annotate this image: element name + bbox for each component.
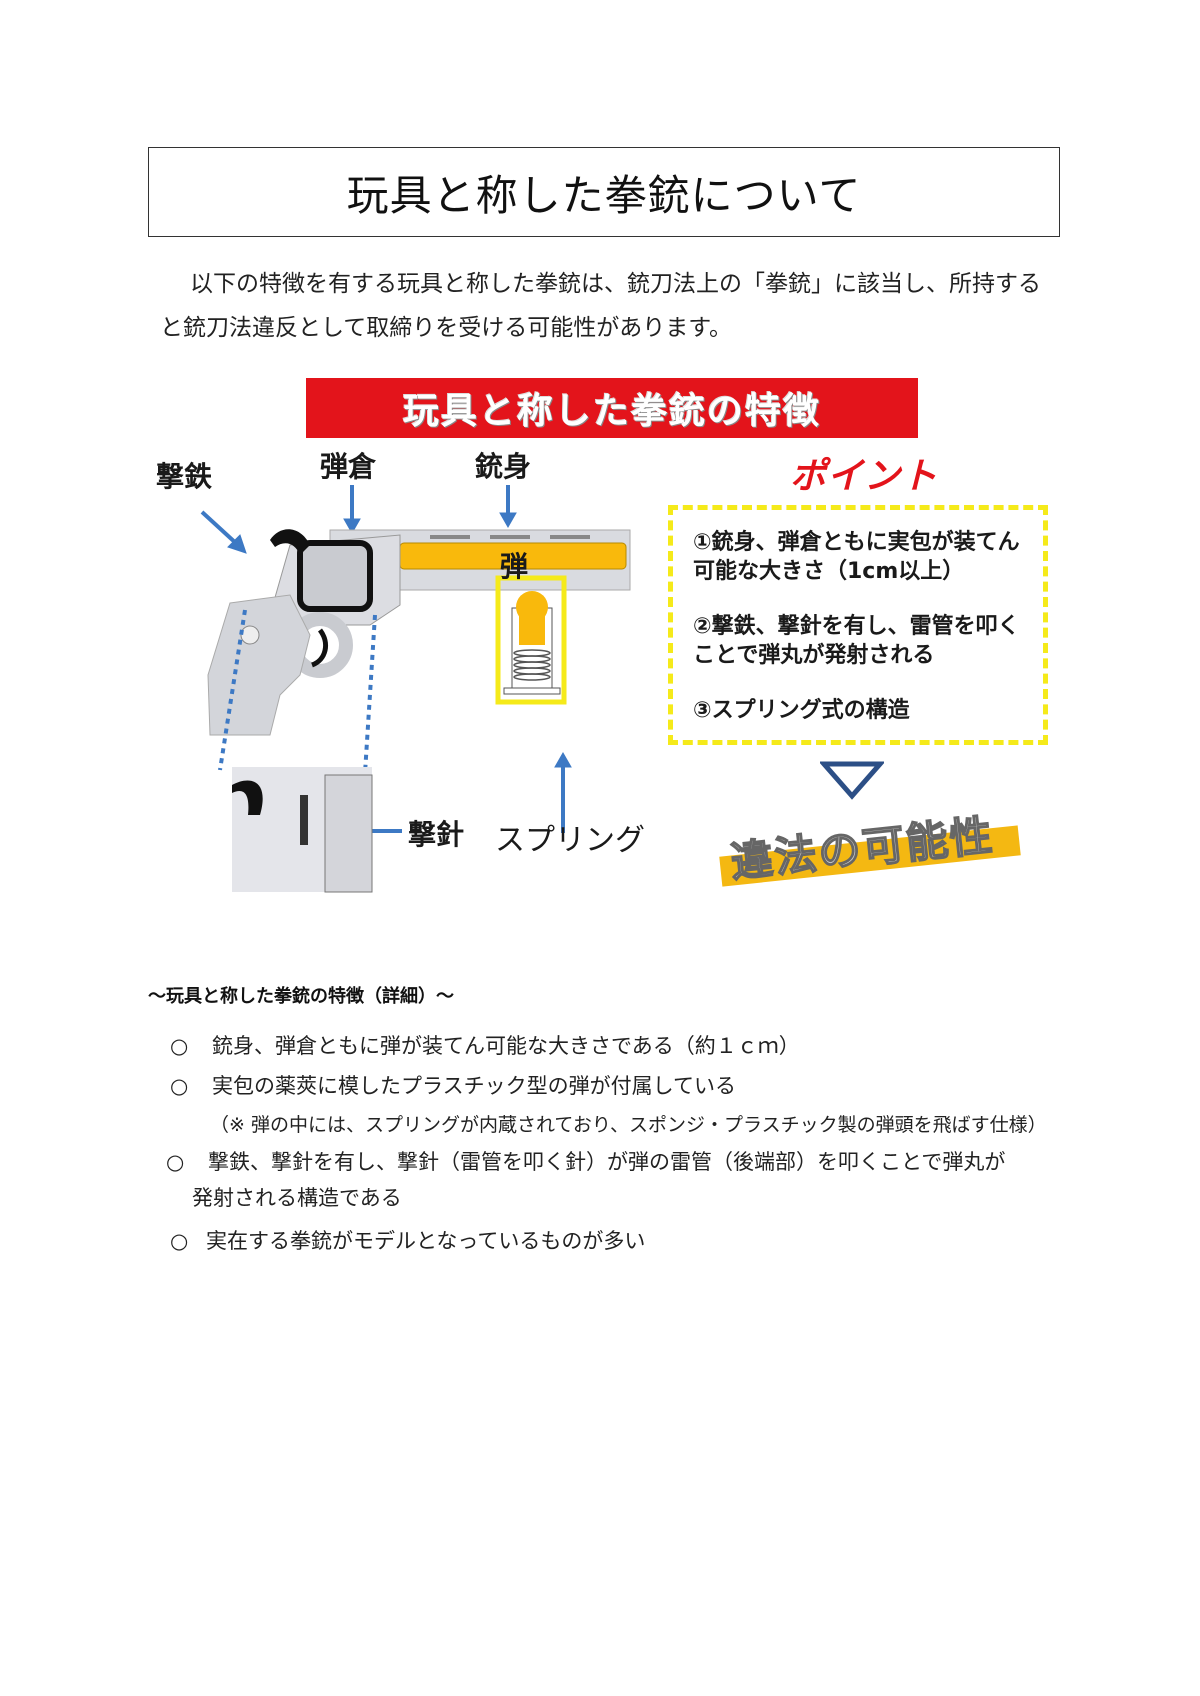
detail-heading: ～玩具と称した拳銃の特徴（詳細）～ bbox=[148, 986, 454, 1007]
detail-note: （※ 弾の中には、スプリングが内蔵されており、スポンジ・プラスチック製の弾頭を飛… bbox=[210, 1110, 1047, 1137]
illegal-possibility-text: 違法の可能性 bbox=[728, 810, 997, 888]
detail-item: ○ 実包の薬莢に模したプラスチック型の弾が付属している bbox=[170, 1070, 736, 1100]
intro-text: 以下の特徴を有する玩具と称した拳銃は、銃刀法上の「拳銃」に該当し、所持すると銃刀… bbox=[160, 271, 1041, 341]
detail-text: 銃身、弾倉ともに弾が装てん可能な大きさである（約１ｃｍ） bbox=[212, 1034, 800, 1058]
label-spring: スプリング bbox=[495, 823, 645, 858]
feature-figure: 玩具と称した拳銃の特徴 bbox=[150, 375, 1070, 895]
circle-bullet-icon: ○ bbox=[170, 1034, 189, 1058]
feature-banner: 玩具と称した拳銃の特徴 bbox=[306, 378, 918, 438]
circle-bullet-icon: ○ bbox=[170, 1074, 189, 1098]
circle-bullet-icon: ○ bbox=[170, 1229, 189, 1253]
page-title: 玩具と称した拳銃について bbox=[346, 170, 862, 220]
label-bullet: 弾 bbox=[500, 550, 529, 583]
detail-text: （※ 弾の中には、スプリングが内蔵されており、スポンジ・プラスチック製の弾頭を飛… bbox=[210, 1114, 1047, 1136]
point-item-1: ①銃身、弾倉ともに実包が装てん可能な大きさ（1cm以上） bbox=[693, 530, 1020, 584]
banner-text: 玩具と称した拳銃の特徴 bbox=[402, 391, 821, 432]
label-hammer: 撃鉄 bbox=[156, 460, 213, 493]
label-barrel: 銃身 bbox=[475, 450, 532, 483]
point-item-3: ③スプリング式の構造 bbox=[693, 698, 910, 723]
detail-text: 撃鉄、撃針を有し、撃針（雷管を叩く針）が弾の雷管（後端部）を叩くことで弾丸が bbox=[208, 1150, 1006, 1174]
detail-item-continuation: 発射される構造である bbox=[192, 1182, 402, 1212]
detail-item: ○ 撃鉄、撃針を有し、撃針（雷管を叩く針）が弾の雷管（後端部）を叩くことで弾丸が bbox=[166, 1146, 1005, 1176]
page-title-box: 玩具と称した拳銃について bbox=[148, 147, 1060, 237]
down-triangle-icon bbox=[820, 761, 884, 800]
revolver-illustration bbox=[200, 485, 631, 893]
point-box: ①銃身、弾倉ともに実包が装てん可能な大きさ（1cm以上） ②撃鉄、撃針を有し、雷… bbox=[668, 505, 1048, 745]
detail-item: ○ 銃身、弾倉ともに弾が装てん可能な大きさである（約１ｃｍ） bbox=[170, 1030, 800, 1060]
point-title: ポイント bbox=[790, 456, 939, 497]
point-item-2: ②撃鉄、撃針を有し、雷管を叩くことで弾丸が発射される bbox=[693, 614, 1020, 668]
label-cylinder: 弾倉 bbox=[320, 450, 377, 483]
circle-bullet-icon: ○ bbox=[166, 1150, 185, 1174]
illegal-possibility-badge: 違法の可能性 bbox=[710, 805, 1030, 895]
label-firing-pin: 撃針 bbox=[408, 818, 465, 851]
detail-text: 発射される構造である bbox=[192, 1186, 402, 1210]
detail-text: 実在する拳銃がモデルとなっているものが多い bbox=[206, 1229, 646, 1253]
intro-paragraph: 以下の特徴を有する玩具と称した拳銃は、銃刀法上の「拳銃」に該当し、所持すると銃刀… bbox=[160, 262, 1050, 350]
detail-item: ○ 実在する拳銃がモデルとなっているものが多い bbox=[170, 1225, 645, 1255]
detail-text: 実包の薬莢に模したプラスチック型の弾が付属している bbox=[212, 1074, 736, 1098]
